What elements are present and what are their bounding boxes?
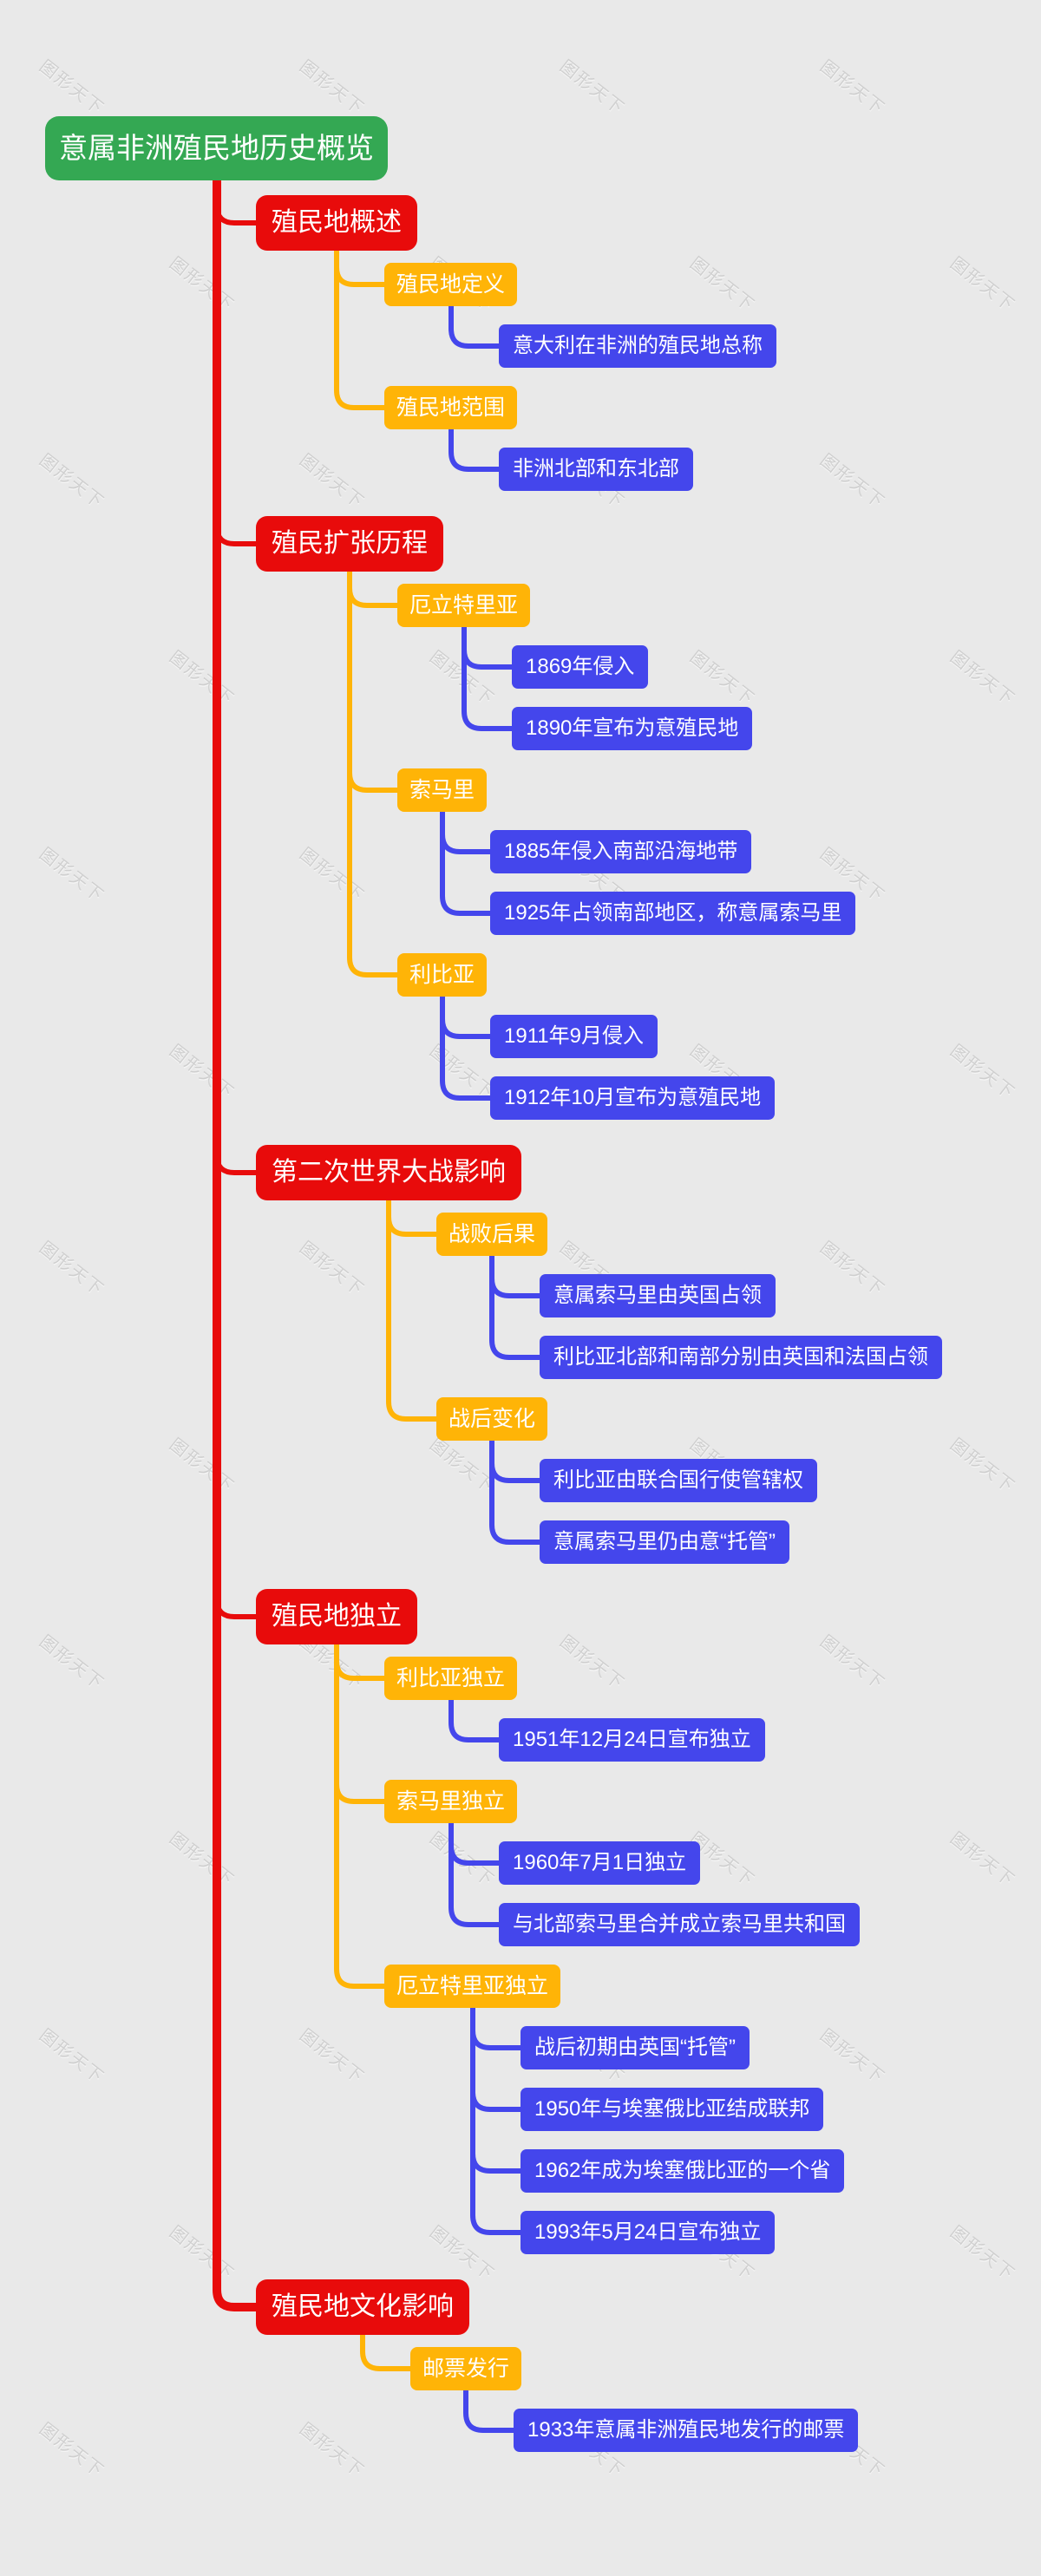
mindmap-node-level3: 1950年与埃塞俄比亚结成联邦 (520, 2088, 824, 2131)
mindmap-node-level3: 1993年5月24日宣布独立 (520, 2211, 776, 2254)
mindmap-node-level3: 1869年侵入 (512, 645, 649, 689)
mindmap-node-level3: 利比亚北部和南部分别由英国和法国占领 (540, 1336, 942, 1379)
mindmap-node-level2: 索马里独立 (384, 1780, 518, 1823)
mindmap-node-level3: 意属索马里由英国占领 (540, 1274, 776, 1317)
mindmap-node-level2: 索马里 (397, 768, 488, 812)
mindmap-node-level3: 非洲北部和东北部 (499, 448, 693, 491)
mindmap-node-level3: 1890年宣布为意殖民地 (512, 707, 753, 750)
mindmap-node-level2: 利比亚 (397, 953, 488, 997)
mindmap-node-level3: 1951年12月24日宣布独立 (499, 1718, 765, 1762)
mindmap-node-level3: 与北部索马里合并成立索马里共和国 (499, 1903, 860, 1946)
mindmap-node-level1: 殖民地文化影响 (256, 2279, 469, 2335)
mindmap-node-level3: 1911年9月侵入 (490, 1015, 658, 1058)
mindmap-node-level3: 意属索马里仍由意“托管” (540, 1520, 789, 1564)
mindmap-node-level3: 1933年意属非洲殖民地发行的邮票 (514, 2409, 859, 2452)
mindmap-node-level1: 第二次世界大战影响 (256, 1145, 521, 1200)
mindmap-root-node: 意属非洲殖民地历史概览 (45, 116, 388, 180)
mindmap-node-level2: 利比亚独立 (384, 1657, 518, 1700)
mindmap-node-level3: 1885年侵入南部沿海地带 (490, 830, 752, 873)
mindmap-node-level3: 1912年10月宣布为意殖民地 (490, 1076, 776, 1120)
mindmap-node-level2: 殖民地范围 (384, 386, 518, 429)
mindmap-node-level3: 利比亚由联合国行使管辖权 (540, 1459, 817, 1502)
mindmap-node-level3: 意大利在非洲的殖民地总称 (499, 324, 776, 368)
mindmap-node-level3: 1925年占领南部地区，称意属索马里 (490, 892, 856, 935)
mindmap-node-level1: 殖民地概述 (256, 195, 417, 251)
mindmap-node-level2: 厄立特里亚 (397, 584, 531, 627)
mindmap-node-level1: 殖民地独立 (256, 1589, 417, 1644)
mindmap-node-level3: 战后初期由英国“托管” (520, 2026, 750, 2069)
mindmap-node-level2: 殖民地定义 (384, 263, 518, 306)
mindmap-node-level1: 殖民扩张历程 (256, 516, 443, 572)
mindmap-node-level2: 邮票发行 (410, 2347, 522, 2390)
mindmap-node-level2: 战败后果 (436, 1213, 548, 1256)
mindmap-node-level3: 1962年成为埃塞俄比亚的一个省 (520, 2149, 845, 2193)
mindmap-node-level2: 厄立特里亚独立 (384, 1965, 561, 2008)
mindmap-node-level3: 1960年7月1日独立 (499, 1841, 701, 1885)
mindmap-node-level2: 战后变化 (436, 1397, 548, 1441)
